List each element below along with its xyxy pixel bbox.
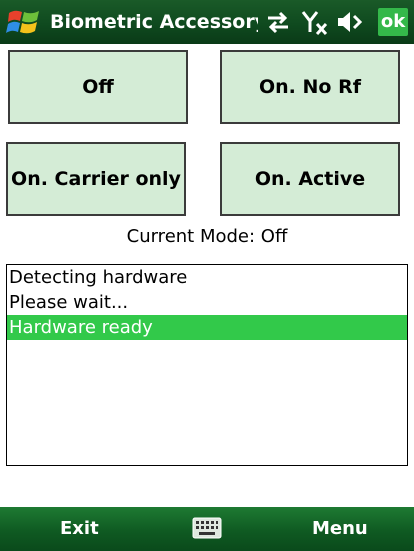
exit-softkey[interactable]: Exit bbox=[60, 507, 99, 551]
log-listbox[interactable]: Detecting hardware Please wait... Hardwa… bbox=[6, 264, 408, 466]
on-carrier-only-button[interactable]: On. Carrier only bbox=[6, 142, 186, 216]
off-button[interactable]: Off bbox=[8, 50, 188, 124]
windows-start-icon[interactable] bbox=[6, 6, 42, 38]
sync-arrows-icon bbox=[264, 8, 292, 36]
speaker-muted-icon bbox=[336, 8, 364, 36]
list-item-selected[interactable]: Hardware ready bbox=[7, 315, 407, 340]
title-bar: Biometric Accessory Ap ok bbox=[0, 0, 414, 44]
current-mode-label: Current Mode: Off bbox=[0, 226, 414, 252]
on-active-button[interactable]: On. Active bbox=[220, 142, 400, 216]
app-title: Biometric Accessory Ap bbox=[50, 0, 258, 44]
signal-off-icon bbox=[300, 8, 328, 36]
menu-softkey[interactable]: Menu bbox=[312, 507, 368, 551]
list-item[interactable]: Please wait... bbox=[7, 290, 407, 315]
list-item[interactable]: Detecting hardware bbox=[7, 265, 407, 290]
keyboard-icon[interactable] bbox=[192, 517, 222, 539]
on-no-rf-button[interactable]: On. No Rf bbox=[220, 50, 400, 124]
ok-button[interactable]: ok bbox=[378, 8, 408, 36]
softkey-bar: Exit Menu bbox=[0, 507, 414, 551]
